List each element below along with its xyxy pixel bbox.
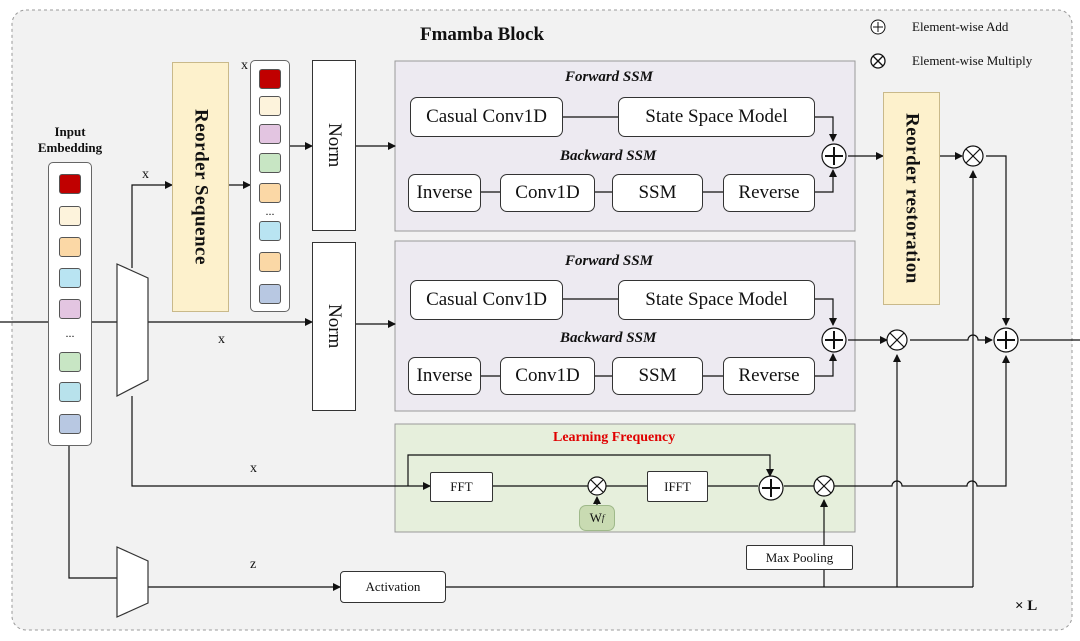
norm-label: Norm bbox=[324, 304, 345, 349]
fft-block: FFT bbox=[430, 472, 493, 502]
ifft-block: IFFT bbox=[647, 471, 708, 502]
input-label-line2: Embedding bbox=[37, 140, 103, 155]
reverse-block: Reverse bbox=[723, 357, 815, 395]
reordered-token bbox=[259, 284, 281, 304]
reorder-sequence-block: Reorder Sequence bbox=[172, 62, 229, 312]
conv1d-block: Conv1D bbox=[500, 357, 595, 395]
weight-subscript: f bbox=[601, 513, 605, 523]
norm-label: Norm bbox=[324, 123, 345, 168]
activation-block: Activation bbox=[340, 571, 446, 603]
ssm-block: SSM bbox=[612, 174, 703, 212]
edge-label-x-top: x bbox=[142, 167, 149, 182]
legend-add-label: Element-wise Add bbox=[912, 19, 1009, 34]
weight-symbol: W bbox=[589, 510, 602, 525]
inverse-block: Inverse bbox=[408, 357, 481, 395]
input-embedding-label: Input Embedding bbox=[36, 124, 104, 156]
reverse-block: Reverse bbox=[723, 174, 815, 212]
reorder-restoration-label: Reorder restoration bbox=[901, 113, 923, 284]
multiply-icon bbox=[813, 475, 835, 497]
norm-block-bottom: Norm bbox=[312, 242, 356, 411]
input-label-line1: Input bbox=[54, 124, 86, 139]
connections bbox=[0, 116, 1080, 591]
input-token bbox=[59, 174, 81, 194]
edge-label-x-frequency: x bbox=[250, 461, 257, 476]
input-token bbox=[59, 382, 81, 402]
reordered-token-ellipsis: ... bbox=[265, 204, 275, 218]
state-space-model-block: State Space Model bbox=[618, 97, 815, 137]
add-icon bbox=[993, 327, 1019, 353]
backward-ssm-title: Backward SSM bbox=[560, 330, 657, 346]
multiply-icon bbox=[587, 476, 607, 496]
splitter-top bbox=[116, 263, 149, 397]
ssm-block: SSM bbox=[612, 357, 703, 395]
input-token bbox=[59, 352, 81, 372]
reordered-token bbox=[259, 252, 281, 272]
input-token-ellipsis: ... bbox=[65, 326, 75, 340]
reorder-sequence-label: Reorder Sequence bbox=[190, 109, 212, 265]
reordered-token bbox=[259, 183, 281, 203]
add-icon bbox=[821, 327, 847, 353]
add-icon bbox=[821, 143, 847, 169]
input-token bbox=[59, 206, 81, 226]
inverse-block: Inverse bbox=[408, 174, 481, 212]
max-pooling-block: Max Pooling bbox=[746, 545, 853, 570]
legend-multiply-icon bbox=[870, 53, 886, 69]
reorder-restoration-block: Reorder restoration bbox=[883, 92, 940, 305]
diagram-title: Fmamba Block bbox=[420, 24, 545, 45]
reordered-token bbox=[259, 153, 281, 173]
norm-block-top: Norm bbox=[312, 60, 356, 231]
multiply-icon bbox=[962, 145, 984, 167]
forward-ssm-title: Forward SSM bbox=[565, 253, 653, 269]
backward-ssm-title: Backward SSM bbox=[560, 148, 657, 164]
edge-label-x-reorder: x bbox=[241, 58, 248, 73]
reordered-token bbox=[259, 96, 281, 116]
splitter-bottom bbox=[116, 546, 149, 618]
edge-label-z: z bbox=[250, 557, 257, 572]
operators bbox=[587, 19, 1019, 501]
learning-frequency-title: Learning Frequency bbox=[553, 430, 676, 445]
state-space-model-block: State Space Model bbox=[618, 280, 815, 320]
input-token bbox=[59, 268, 81, 288]
casual-conv1d-block: Casual Conv1D bbox=[410, 280, 563, 320]
repeat-count-label: × L bbox=[1015, 598, 1038, 614]
reordered-token bbox=[259, 221, 281, 241]
legend-multiply-label: Element-wise Multiply bbox=[912, 53, 1033, 68]
reordered-token bbox=[259, 69, 281, 89]
multiply-icon bbox=[886, 329, 908, 351]
conv1d-block: Conv1D bbox=[500, 174, 595, 212]
reordered-token bbox=[259, 124, 281, 144]
input-token bbox=[59, 299, 81, 319]
edge-label-x-middle: x bbox=[218, 332, 225, 347]
input-token bbox=[59, 414, 81, 434]
add-icon bbox=[758, 475, 784, 501]
casual-conv1d-block: Casual Conv1D bbox=[410, 97, 563, 137]
legend-add-icon bbox=[870, 19, 886, 35]
forward-ssm-title: Forward SSM bbox=[565, 69, 653, 85]
input-token bbox=[59, 237, 81, 257]
